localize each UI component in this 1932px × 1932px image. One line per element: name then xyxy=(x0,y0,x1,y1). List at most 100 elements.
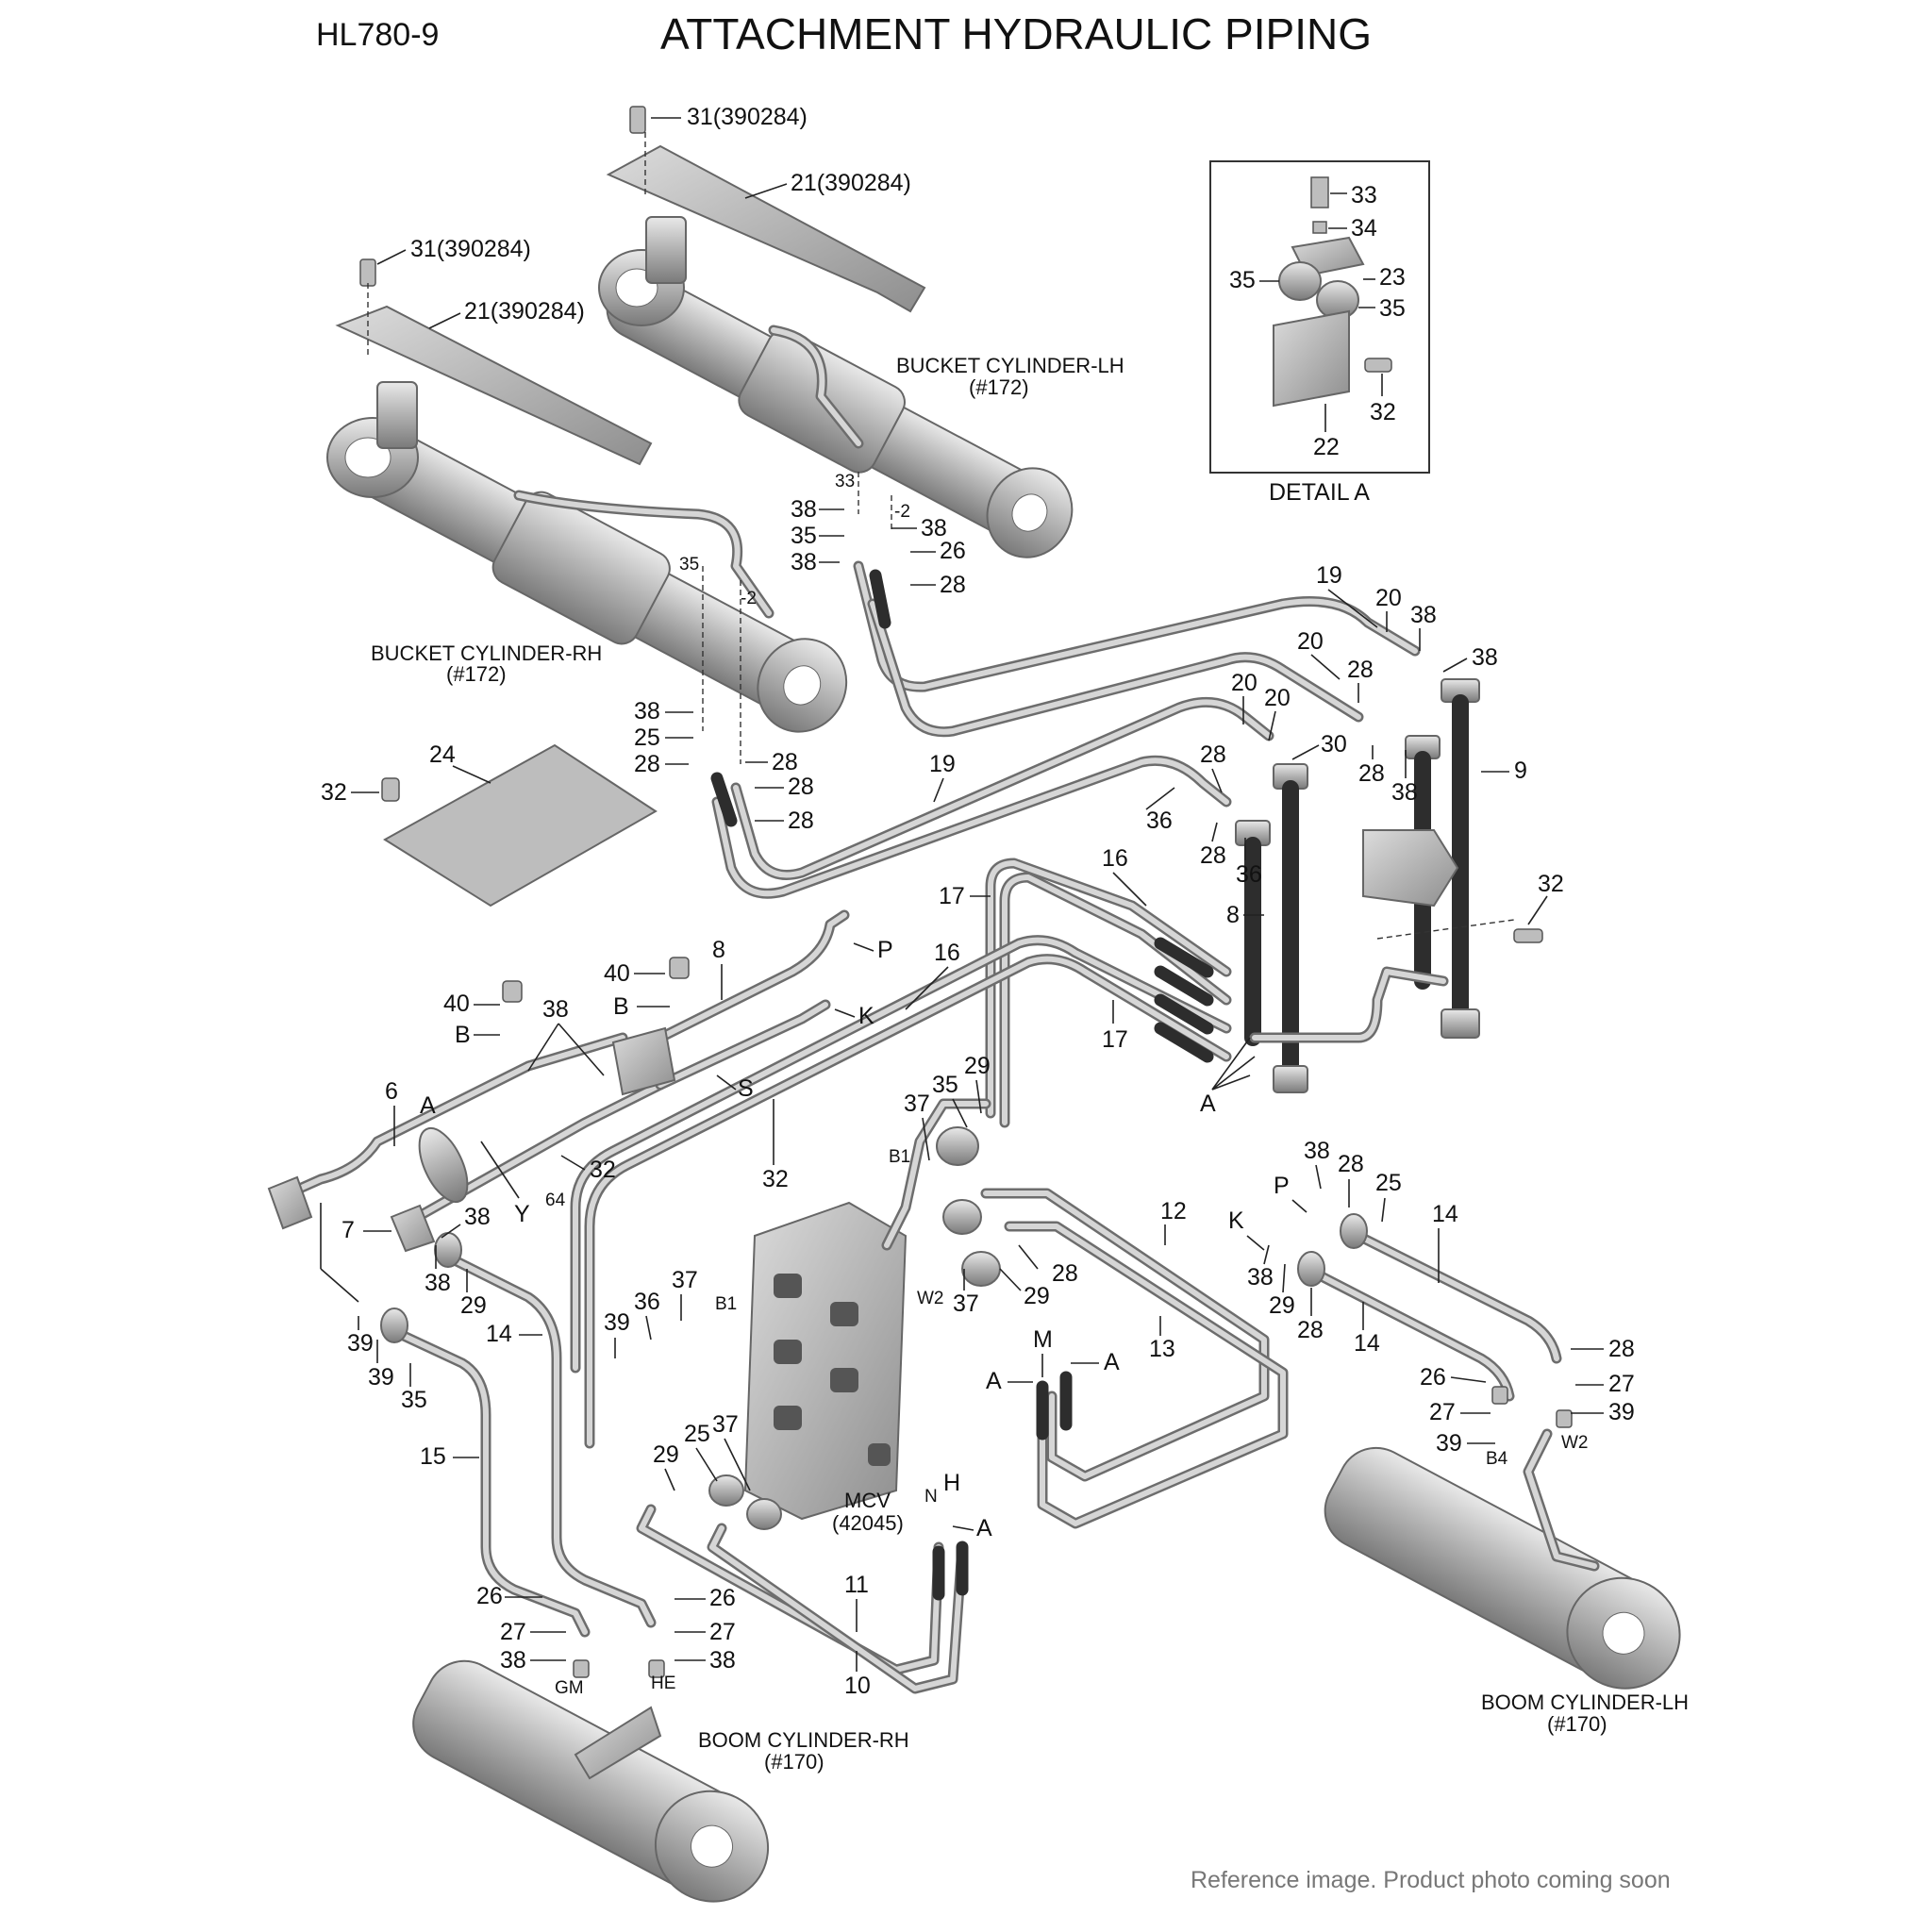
callout: B1 xyxy=(889,1147,910,1167)
callout: M xyxy=(1033,1326,1053,1353)
bucket-cylinder-lh-number: (#172) xyxy=(969,375,1029,399)
callout: 16 xyxy=(1102,845,1128,872)
callout: 27 xyxy=(1429,1399,1456,1425)
callout: 26 xyxy=(709,1585,736,1611)
callout: 28 xyxy=(1347,657,1374,683)
callout: 19 xyxy=(1316,562,1342,589)
callout: 35 xyxy=(932,1072,958,1098)
callout: 29 xyxy=(1269,1292,1295,1319)
callout: S xyxy=(738,1075,754,1102)
callout: 9 xyxy=(1514,758,1527,784)
callout: GM xyxy=(555,1678,584,1698)
callout: MCV xyxy=(844,1489,891,1512)
callout: A xyxy=(986,1368,1002,1394)
model-number: HL780-9 xyxy=(316,17,439,53)
callout: 8 xyxy=(1226,902,1240,928)
callout: 64 xyxy=(545,1191,566,1210)
callout: 38 xyxy=(791,496,817,523)
callout: N xyxy=(924,1487,938,1507)
callout: 14 xyxy=(1432,1201,1458,1227)
callout: P xyxy=(877,937,893,963)
bucket-cylinder-rh-number: (#172) xyxy=(446,662,507,686)
callout: 21(390284) xyxy=(791,170,911,196)
callout: 38 xyxy=(464,1204,491,1230)
callout: 36 xyxy=(1236,861,1262,888)
dashed-guides xyxy=(320,132,1515,1303)
callout: 28 xyxy=(940,572,966,598)
callout: 38 xyxy=(791,549,817,575)
callout: A xyxy=(976,1515,992,1541)
pipe-lines-6-7-8 xyxy=(267,909,850,1253)
callout: 40 xyxy=(443,991,470,1017)
callout: 19 xyxy=(929,751,956,777)
callout: 38 xyxy=(1410,602,1437,628)
callout: 28 xyxy=(1608,1336,1635,1362)
callout: 28 xyxy=(1338,1151,1364,1177)
callout: 28 xyxy=(788,808,814,834)
callout: 20 xyxy=(1375,585,1402,611)
callout: 28 xyxy=(1052,1260,1078,1287)
callout: 28 xyxy=(772,749,798,775)
callout: B1 xyxy=(715,1294,737,1314)
callout: 38 xyxy=(500,1647,526,1674)
callout: B xyxy=(613,993,629,1020)
callout: 29 xyxy=(460,1292,487,1319)
detail-label-33: 33 xyxy=(1351,182,1377,208)
callout: 7 xyxy=(341,1217,355,1243)
callout: 39 xyxy=(1608,1399,1635,1425)
callout: 39 xyxy=(368,1364,394,1391)
detail-label-34: 34 xyxy=(1351,215,1377,242)
boom-cylinder-rh-label: BOOM CYLINDER-RH xyxy=(698,1728,909,1752)
callout: Y xyxy=(514,1201,530,1227)
callout: 38 xyxy=(921,515,947,541)
callout: 6 xyxy=(385,1078,398,1105)
callout-labels: 31(390284) 21(390284) 31(390284) 21(3902… xyxy=(321,104,1635,1699)
callout: 25 xyxy=(634,724,660,751)
callout: 29 xyxy=(1024,1283,1050,1309)
callout: 31(390284) xyxy=(410,236,531,262)
pipe-lines-19-20 xyxy=(710,560,1421,899)
callout: 11 xyxy=(844,1572,869,1598)
callout: 37 xyxy=(672,1267,698,1293)
callout: -2 xyxy=(894,502,910,522)
callout: 29 xyxy=(964,1053,991,1079)
bucket-cylinder-lh xyxy=(598,106,1074,558)
callout: -2 xyxy=(741,589,757,608)
callout: 28 xyxy=(788,774,814,800)
detail-a-panel: DETAIL A 33 34 35 23 35 32 22 xyxy=(1209,160,1430,506)
callout: 25 xyxy=(684,1421,710,1447)
bolt-32 xyxy=(381,777,400,802)
callout: 35 xyxy=(679,555,699,575)
callout: W2 xyxy=(1561,1433,1589,1453)
callout: 35 xyxy=(791,523,817,549)
callout: 37 xyxy=(904,1091,930,1117)
callout: A xyxy=(1104,1349,1120,1375)
callout: 26 xyxy=(1420,1364,1446,1391)
vertical-hoses-8-9 xyxy=(1235,678,1543,1093)
callout: 25 xyxy=(1375,1170,1402,1196)
pipe-lines-10-11 xyxy=(636,1474,969,1694)
callout: 10 xyxy=(844,1673,871,1699)
callout: 28 xyxy=(634,751,660,777)
callout: H xyxy=(943,1470,960,1496)
callout: B4 xyxy=(1486,1449,1508,1469)
callout: 32 xyxy=(590,1157,616,1183)
callout: 28 xyxy=(1297,1317,1324,1343)
callout: 38 xyxy=(709,1647,736,1674)
callout: 32 xyxy=(1538,871,1564,897)
callout: 38 xyxy=(542,996,569,1023)
callout: 38 xyxy=(1391,779,1418,806)
detail-label-23: 23 xyxy=(1379,264,1406,291)
pipe-lines-12-13 xyxy=(980,1188,1289,1529)
callout: W2 xyxy=(917,1289,944,1308)
cover-plate xyxy=(383,743,658,908)
pipe-lines-14-15 xyxy=(380,1213,1562,1638)
callout: 38 xyxy=(1247,1264,1274,1291)
callout: 17 xyxy=(939,883,965,909)
callout: 28 xyxy=(1358,760,1385,787)
boom-cylinder-lh-label: BOOM CYLINDER-LH xyxy=(1481,1690,1689,1714)
detail-label-22: 22 xyxy=(1313,434,1340,460)
callout: 32 xyxy=(321,779,347,806)
callout: 31(390284) xyxy=(687,104,808,130)
